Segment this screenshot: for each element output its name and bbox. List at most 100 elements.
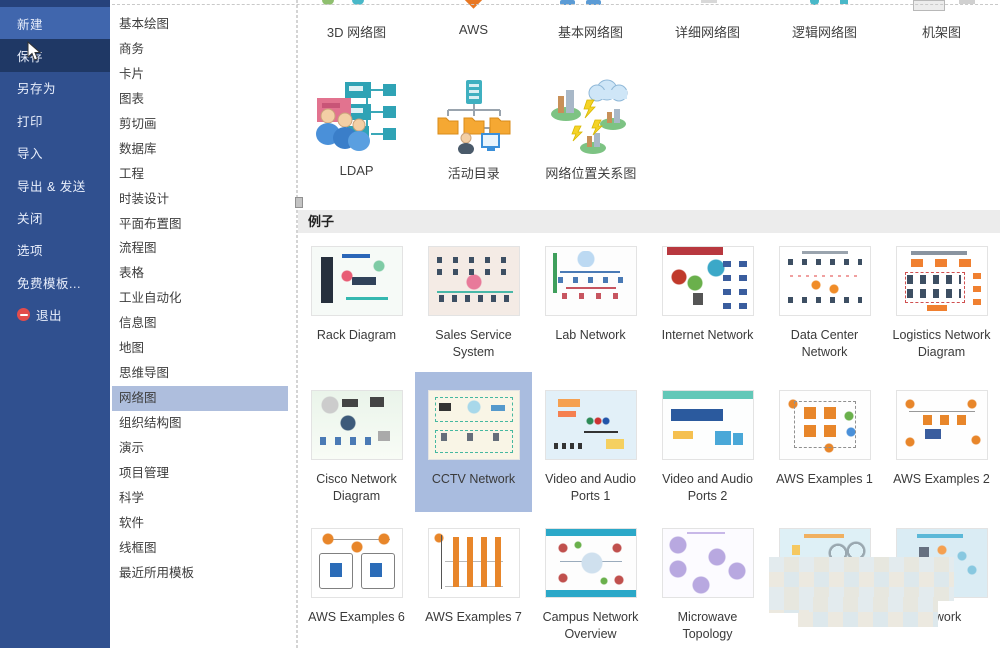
category-item[interactable]: 软件	[119, 515, 145, 530]
template-label: AWS Examples 6	[308, 610, 405, 624]
category-list: 基本绘图 商务 卡片 图表 剪切画 数据库 工程 时装设计 平面布置图 流程图 …	[110, 0, 296, 586]
template-gallery-panel: 3D 网络图 AWS 基本网络图 详细网络图 逻辑网络图 机架图	[297, 0, 1000, 648]
template-example-selected[interactable]: CCTV Network	[415, 372, 532, 512]
category-item[interactable]: 科学	[119, 490, 145, 505]
category-item[interactable]: 最近所用模板	[119, 565, 195, 580]
template-example[interactable]: AWS Examples 6	[298, 520, 415, 648]
template-item-rack[interactable]: 机架图	[883, 0, 1000, 41]
template-label: 网络位置关系图	[545, 166, 637, 181]
template-thumbnail	[661, 246, 754, 316]
category-item[interactable]: 图表	[119, 91, 145, 106]
category-item[interactable]: 流程图	[119, 241, 157, 256]
template-thumbnail	[427, 246, 520, 316]
template-label: Cisco Network Diagram	[316, 472, 397, 503]
template-top-row: 3D 网络图 AWS 基本网络图 详细网络图 逻辑网络图 机架图	[298, 0, 1000, 41]
template-label: Rack Diagram	[316, 328, 397, 342]
category-item[interactable]: 商务	[119, 41, 145, 56]
template-label: Data Center Network	[790, 328, 859, 359]
template-thumbnail	[778, 246, 871, 316]
sidebar-item-import[interactable]: 导入	[17, 147, 44, 162]
mouse-cursor	[27, 41, 42, 61]
category-item[interactable]: 时装设计	[119, 191, 170, 206]
sidebar-item-free-templates[interactable]: 免费模板...	[17, 276, 81, 291]
template-example[interactable]: Video and Audio Ports 1	[532, 372, 649, 512]
template-example[interactable]: Data Center Network	[766, 240, 883, 372]
template-example[interactable]: Sales Service System	[415, 240, 532, 372]
template-item-ldap[interactable]: LDAP	[298, 78, 415, 182]
sidebar-item-export-send[interactable]: 导出 & 发送	[17, 179, 86, 194]
active-directory-icon	[437, 80, 511, 154]
template-label: Campus Network Overview	[542, 610, 639, 641]
category-item[interactable]: 表格	[119, 266, 145, 281]
sidebar-item-save-as[interactable]: 另存为	[17, 82, 57, 97]
template-label: 3D 网络图	[326, 25, 387, 40]
category-item[interactable]: 地图	[119, 341, 145, 356]
template-item-aws[interactable]: AWS	[415, 0, 532, 41]
sidebar-item-close[interactable]: 关闭	[17, 212, 44, 227]
template-example[interactable]: AWS Examples 7	[415, 520, 532, 648]
category-item[interactable]: 工业自动化	[119, 291, 182, 306]
template-item-network-locations[interactable]: 网络位置关系图	[532, 78, 649, 182]
template-item-active-directory[interactable]: 活动目录	[415, 78, 532, 182]
template-label: 详细网络图	[674, 25, 740, 40]
template-example[interactable]: Rack Diagram	[298, 240, 415, 372]
template-icon-row: LDAP 活动目录	[298, 78, 1000, 182]
template-label: Video and Audio Ports 1	[545, 472, 636, 503]
scrollbar-fragment[interactable]	[295, 197, 303, 208]
sidebar-item-save[interactable]: 保存	[0, 39, 110, 72]
category-item[interactable]: 工程	[119, 166, 145, 181]
category-item[interactable]: 演示	[119, 440, 145, 455]
template-example[interactable]: Campus Network Overview	[532, 520, 649, 648]
template-label: Microwave Topology	[677, 610, 738, 641]
sidebar-item-exit-label: 退出	[36, 309, 63, 324]
category-item[interactable]: 基本绘图	[119, 17, 170, 31]
examples-row: Rack Diagram Sales Service System Lab Ne…	[298, 240, 1000, 372]
category-item[interactable]: 剪切画	[119, 116, 157, 131]
template-label: 活动目录	[447, 166, 500, 181]
template-label: Sales Service System	[435, 328, 512, 359]
sidebar-item-options[interactable]: 选项	[17, 244, 44, 259]
template-item-3d-network[interactable]: 3D 网络图	[298, 0, 415, 41]
category-item[interactable]: 组织结构图	[119, 416, 182, 430]
template-label: AWS Examples 1	[776, 472, 873, 486]
sidebar-item-exit[interactable]: 退出	[0, 299, 110, 331]
template-label: AWS Examples 2	[893, 472, 990, 486]
category-item[interactable]: 信息图	[119, 316, 157, 331]
template-example[interactable]: Lab Network	[532, 240, 649, 372]
sidebar-top-strip	[0, 0, 110, 7]
template-thumbnail	[895, 390, 988, 460]
network-locations-icon	[550, 79, 628, 154]
template-thumbnail	[427, 390, 520, 460]
exit-icon	[17, 308, 30, 322]
top-dashed-separator	[112, 4, 998, 5]
template-example[interactable]: Logistics Network Diagram	[883, 240, 1000, 372]
template-thumbnail	[310, 390, 403, 460]
template-example[interactable]: Microwave Topology	[649, 520, 766, 648]
category-item[interactable]: 思维导图	[119, 366, 170, 381]
template-label: 机架图	[921, 25, 961, 40]
template-example[interactable]: Video and Audio Ports 2	[649, 372, 766, 512]
template-item-logical-network[interactable]: 逻辑网络图	[766, 0, 883, 41]
sidebar-item-print[interactable]: 打印	[17, 114, 44, 129]
censored-mosaic	[798, 597, 938, 627]
category-item[interactable]: 项目管理	[119, 465, 170, 480]
template-item-basic-network[interactable]: 基本网络图	[532, 0, 649, 41]
template-example[interactable]: Cisco Network Diagram	[298, 372, 415, 512]
category-item[interactable]: 数据库	[119, 141, 157, 156]
template-thumbnail	[544, 390, 637, 460]
template-example[interactable]: AWS Examples 2	[883, 372, 1000, 512]
template-example[interactable]: AWS Examples 1	[766, 372, 883, 512]
sidebar-item-new[interactable]: 新建	[0, 7, 110, 40]
category-item[interactable]: 平面布置图	[119, 216, 182, 231]
examples-row: Cisco Network Diagram CCTV Network Video…	[298, 372, 1000, 512]
category-item-selected[interactable]: 网络图	[112, 386, 288, 411]
category-item[interactable]: 卡片	[119, 66, 145, 81]
ldap-icon	[315, 82, 396, 151]
censored-mosaic	[769, 557, 954, 601]
template-thumbnail	[661, 528, 754, 598]
category-item[interactable]: 线框图	[119, 540, 157, 555]
template-item-detailed-network[interactable]: 详细网络图	[649, 0, 766, 41]
template-example[interactable]: Internet Network	[649, 240, 766, 372]
template-thumbnail	[310, 528, 403, 598]
template-label: CCTV Network	[431, 472, 516, 486]
